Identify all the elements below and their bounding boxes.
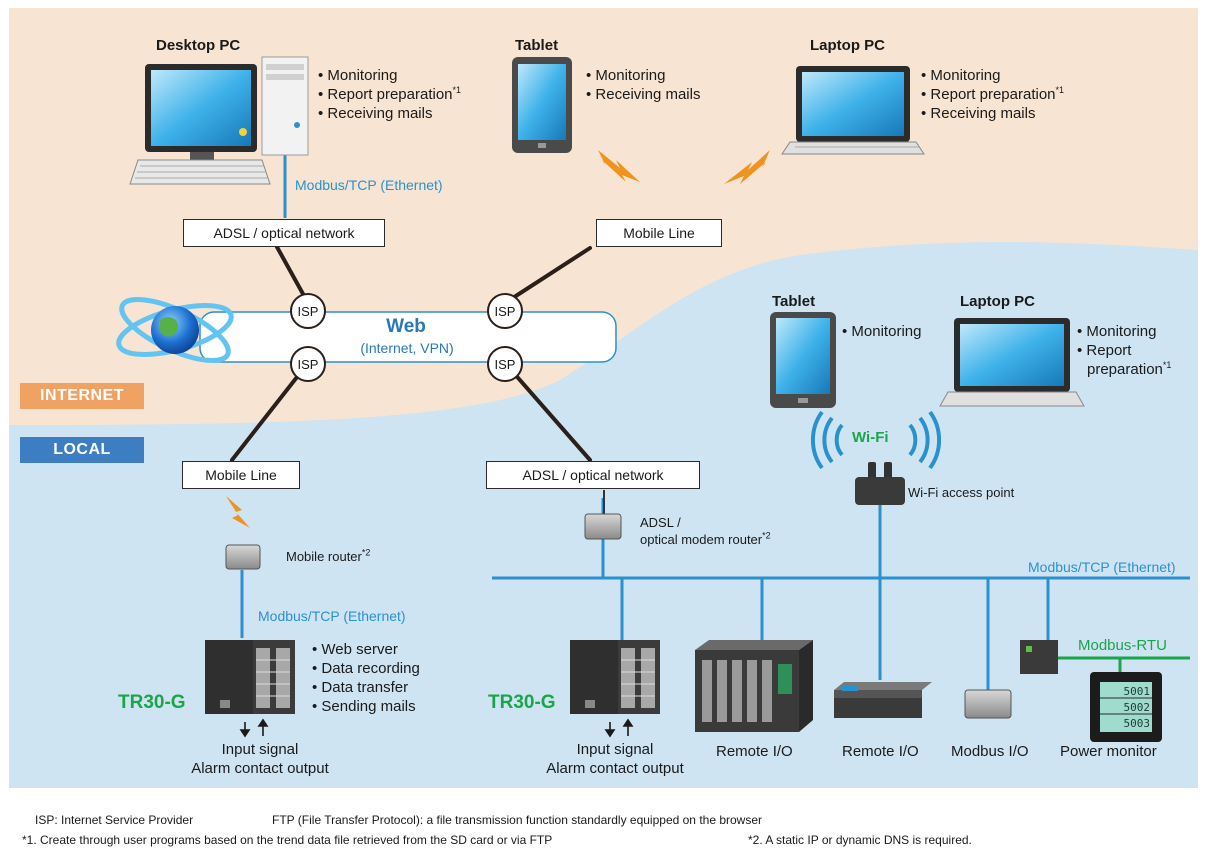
tablet-top-title: Tablet [515, 37, 559, 54]
tablet-top-feature-list: Monitoring Receiving mails [586, 66, 700, 104]
adsl-network-box-bottom: ADSL / optical network [486, 461, 700, 489]
wifi-icon [810, 410, 942, 470]
modem-router-icon [584, 513, 622, 540]
modem-router-label: ADSL / optical modem router*2 [640, 515, 771, 547]
tablet-local-feature-list: Monitoring [842, 322, 921, 341]
tr30-left-name: TR30-G [118, 692, 186, 713]
note-1: *1. Create through user programs based o… [22, 833, 553, 847]
bolt-icon-2 [724, 150, 770, 184]
list-item: Monitoring [921, 66, 1064, 85]
list-item: Receiving mails [318, 104, 461, 123]
adsl-network-box-top: ADSL / optical network [183, 219, 385, 247]
network-links [230, 245, 592, 462]
list-item: Receiving mails [586, 85, 700, 104]
wireless-bolts [226, 150, 770, 528]
note-2: *2. A static IP or dynamic DNS is requir… [748, 833, 972, 847]
remote-io-2-icon [834, 682, 932, 718]
signal-converter-icon [1020, 640, 1058, 674]
modbus-tcp-label-bus: Modbus/TCP (Ethernet) [1028, 559, 1176, 575]
wifi-label: Wi-Fi [852, 429, 889, 446]
tr30-left-icon [205, 640, 295, 714]
tr30-left-io-arrows [239, 718, 269, 738]
power-monitor-label: Power monitor [1060, 743, 1157, 760]
mobile-line-box-bottom: Mobile Line [182, 461, 300, 489]
desktop-title: Desktop PC [156, 37, 241, 54]
laptop-top-feature-list: Monitoring Report preparation*1 Receivin… [921, 66, 1064, 123]
desktop-pc-icon [129, 56, 309, 185]
internet-zone-tag: INTERNET [20, 383, 144, 409]
laptop-top-icon [781, 66, 925, 155]
list-item: Monitoring [842, 322, 921, 341]
list-item: Monitoring [586, 66, 700, 85]
wifi-ap-label: Wi-Fi access point [908, 485, 1015, 500]
tablet-local-icon [770, 312, 836, 408]
bolt-icon-3 [226, 496, 250, 528]
list-item: Report [1077, 341, 1171, 360]
tr30-right-icon [570, 640, 660, 714]
modbus-tcp-label-left: Modbus/TCP (Ethernet) [258, 608, 406, 624]
link-isp4-adsl [503, 361, 592, 462]
isp-node-2 [487, 293, 523, 329]
modbus-io-label: Modbus I/O [951, 743, 1029, 760]
globe-icon [116, 297, 234, 363]
laptop-local-feature-list: Monitoring Report preparation*1 [1077, 322, 1171, 379]
isp-label-4: ISP [494, 357, 516, 372]
note-ftp: FTP (File Transfer Protocol): a file tra… [272, 813, 763, 827]
laptop-local-title: Laptop PC [960, 293, 1035, 310]
note-isp: ISP: Internet Service Provider [35, 813, 194, 827]
list-item: Sending mails [312, 697, 420, 716]
isp-label-3: ISP [297, 357, 319, 372]
remote-io-1-label: Remote I/O [716, 743, 793, 760]
web-subtitle: (Internet, VPN) [360, 340, 454, 356]
laptop-local-icon [939, 318, 1085, 407]
list-item: Monitoring [318, 66, 461, 85]
list-item: Report preparation*1 [318, 85, 461, 104]
isp-node-4 [487, 346, 523, 382]
list-item: Data transfer [312, 678, 420, 697]
list-item: Data recording [312, 659, 419, 678]
list-item: preparation*1 [1087, 360, 1172, 379]
tr30-right-io-arrows [604, 718, 634, 738]
isp-label-2: ISP [494, 304, 516, 319]
tr30-right-name: TR30-G [488, 692, 556, 713]
bolt-icon-1 [598, 150, 640, 182]
wifi-access-point-icon [855, 462, 905, 505]
isp-node-3 [290, 346, 326, 382]
web-title: Web [386, 316, 426, 337]
local-zone-tag: LOCAL [20, 437, 144, 463]
mobile-line-box-top: Mobile Line [596, 219, 722, 247]
desktop-feature-list: Monitoring Report preparation*1 Receivin… [318, 66, 461, 123]
laptop-top-title: Laptop PC [810, 37, 885, 54]
remote-io-2-label: Remote I/O [842, 743, 919, 760]
tr30-feature-list: Web server Data recording Data transfer … [312, 640, 420, 716]
remote-io-1-icon [695, 640, 813, 732]
isp-nodes [290, 293, 523, 382]
mobile-router-label: Mobile router*2 [286, 547, 371, 564]
link-adsl-isp1 [275, 245, 310, 305]
modbus-io-icon [964, 689, 1012, 719]
tablet-top-icon [512, 57, 572, 153]
list-item: Monitoring [1077, 322, 1171, 341]
power-monitor-readout: 5001 5002 5003 [1123, 685, 1151, 730]
isp-node-1 [290, 293, 326, 329]
mobile-router-icon [225, 544, 261, 570]
tablet-local-title: Tablet [772, 293, 816, 310]
power-monitor-icon [1090, 672, 1162, 742]
isp-label-1: ISP [297, 304, 319, 319]
list-item: Web server [312, 640, 420, 659]
list-item: Receiving mails [921, 104, 1064, 123]
link-isp3-mobile [230, 361, 310, 462]
desktop-ethernet-label: Modbus/TCP (Ethernet) [295, 177, 443, 193]
modbus-rtu-label: Modbus-RTU [1078, 637, 1167, 654]
list-item: Report preparation*1 [921, 85, 1064, 104]
link-mobile-isp2 [503, 246, 592, 305]
